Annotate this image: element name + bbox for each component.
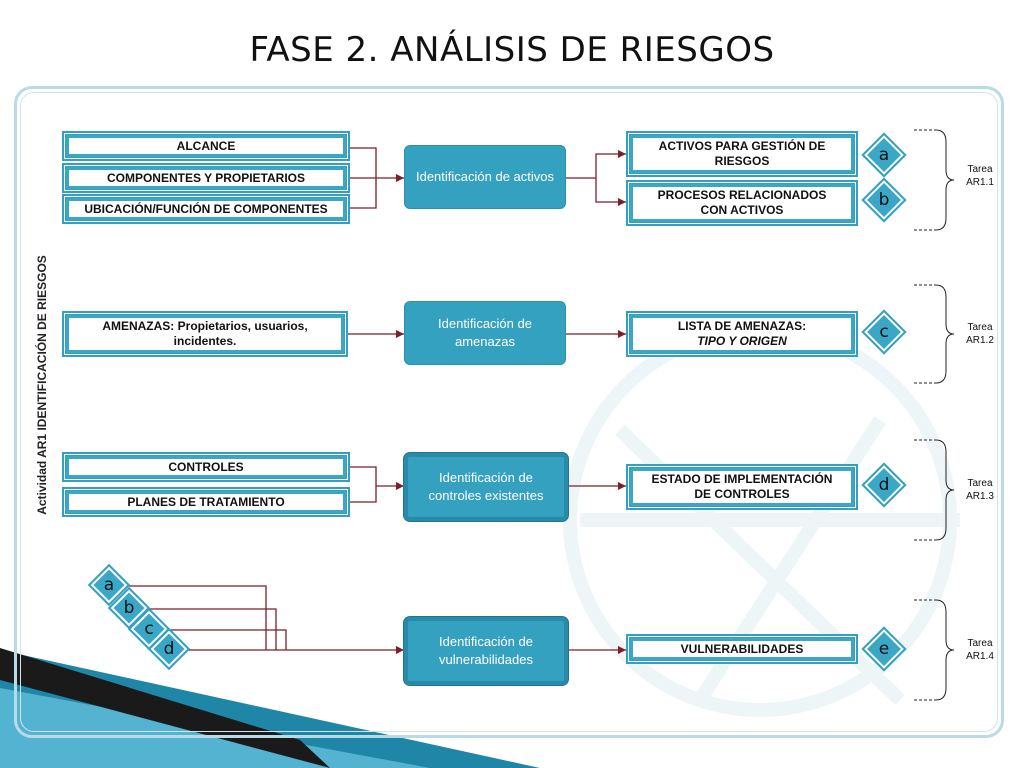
- task-ar1-2: Tarea AR1.2: [956, 321, 1004, 347]
- output-activos-gestion: ACTIVOS PARA GESTIÓN DE RIESGOS: [626, 131, 858, 177]
- output-lista-amenazas: LISTA DE AMENAZAS: TIPO Y ORIGEN: [626, 311, 858, 357]
- input-marker-b-label: b: [123, 598, 135, 618]
- task-ar1-1: Tarea AR1.1: [956, 163, 1004, 189]
- process-identificacion-controles: Identificación de controles existentes: [404, 453, 568, 521]
- input-marker-d-label: d: [163, 639, 175, 659]
- lista-amenazas-line1: LISTA DE AMENAZAS:: [677, 319, 807, 333]
- marker-d-label: d: [878, 475, 890, 495]
- task-ar1-3: Tarea AR1.3: [956, 477, 1004, 503]
- process-identificacion-amenazas: Identificación de amenazas: [404, 301, 566, 365]
- input-amenazas: AMENAZAS: Propietarios, usuarios, incide…: [62, 311, 348, 357]
- process-identificacion-vulnerabilidades: Identificación de vulnerabilidades: [404, 617, 568, 685]
- input-marker-c-label: c: [144, 619, 154, 639]
- input-planes-tratamiento: PLANES DE TRATAMIENTO: [62, 487, 350, 517]
- task-ar1-2-line2: AR1.2: [966, 335, 994, 346]
- process-identificacion-activos: Identificación de activos: [404, 145, 566, 209]
- input-controles: CONTROLES: [62, 452, 350, 482]
- lista-amenazas-line2: TIPO Y ORIGEN: [697, 334, 787, 348]
- output-estado-implementacion: ESTADO DE IMPLEMENTACIÓN DE CONTROLES: [626, 464, 858, 510]
- page-title: FASE 2. ANÁLISIS DE RIESGOS: [249, 30, 775, 70]
- input-ubicacion-funcion: UBICACIÓN/FUNCIÓN DE COMPONENTES: [62, 194, 350, 224]
- input-alcance: ALCANCE: [62, 131, 350, 161]
- task-ar1-4-line1: Tarea: [967, 638, 993, 649]
- task-ar1-1-line2: AR1.1: [966, 177, 994, 188]
- task-ar1-2-line1: Tarea: [967, 322, 993, 333]
- task-ar1-1-line1: Tarea: [967, 164, 993, 175]
- corner-wedge-dark: [0, 648, 330, 768]
- marker-b-label: b: [878, 190, 890, 210]
- output-procesos-relacionados: PROCESOS RELACIONADOS CON ACTIVOS: [626, 180, 858, 226]
- input-componentes-propietarios: COMPONENTES Y PROPIETARIOS: [62, 163, 350, 193]
- task-ar1-3-line2: AR1.3: [966, 491, 994, 502]
- output-vulnerabilidades: VULNERABILIDADES: [626, 634, 858, 664]
- task-ar1-4-line2: AR1.4: [966, 651, 994, 662]
- marker-e-label: e: [878, 639, 890, 659]
- task-ar1-3-line1: Tarea: [967, 478, 993, 489]
- marker-c-label: c: [879, 322, 889, 342]
- input-marker-a-label: a: [103, 575, 115, 595]
- marker-a-label: a: [878, 145, 890, 165]
- diagram-frame: [14, 86, 1004, 738]
- diagram-frame-inner: [20, 92, 998, 732]
- task-ar1-4: Tarea AR1.4: [956, 637, 1004, 663]
